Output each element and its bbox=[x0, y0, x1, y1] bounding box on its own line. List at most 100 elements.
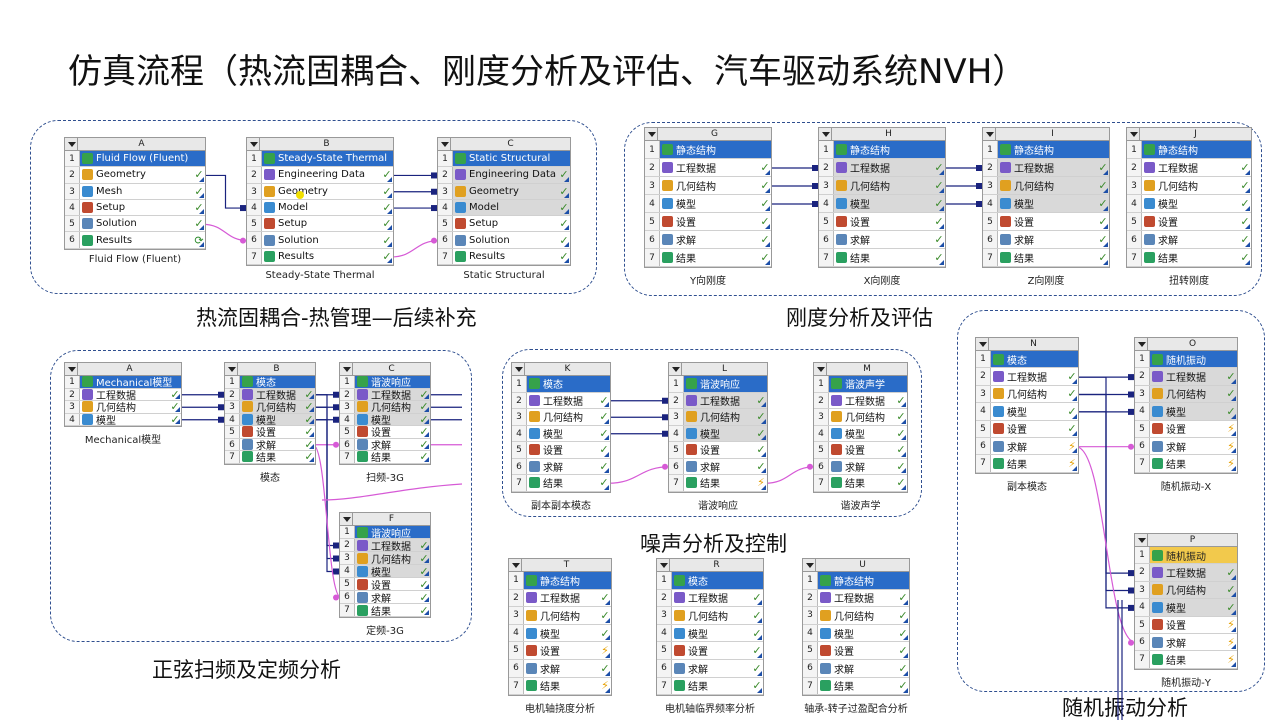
system-menu-arrow-icon[interactable] bbox=[802, 558, 816, 572]
system-menu-arrow-icon[interactable] bbox=[511, 362, 525, 376]
system-menu-arrow-icon[interactable] bbox=[437, 137, 451, 151]
system-menu-arrow-icon[interactable] bbox=[813, 362, 827, 376]
system-menu-arrow-icon[interactable] bbox=[64, 137, 78, 151]
system-menu-arrow-icon[interactable] bbox=[508, 558, 522, 572]
system-menu-arrow-icon[interactable] bbox=[64, 362, 78, 376]
system-menu-arrow-icon[interactable] bbox=[668, 362, 682, 376]
system-menu-arrow-icon[interactable] bbox=[818, 127, 832, 141]
system-menu-arrow-icon[interactable] bbox=[246, 137, 260, 151]
system-menu-arrow-icon[interactable] bbox=[975, 337, 989, 351]
system-menu-arrow-icon[interactable] bbox=[1126, 127, 1140, 141]
system-menu-arrow-icon[interactable] bbox=[339, 512, 353, 526]
